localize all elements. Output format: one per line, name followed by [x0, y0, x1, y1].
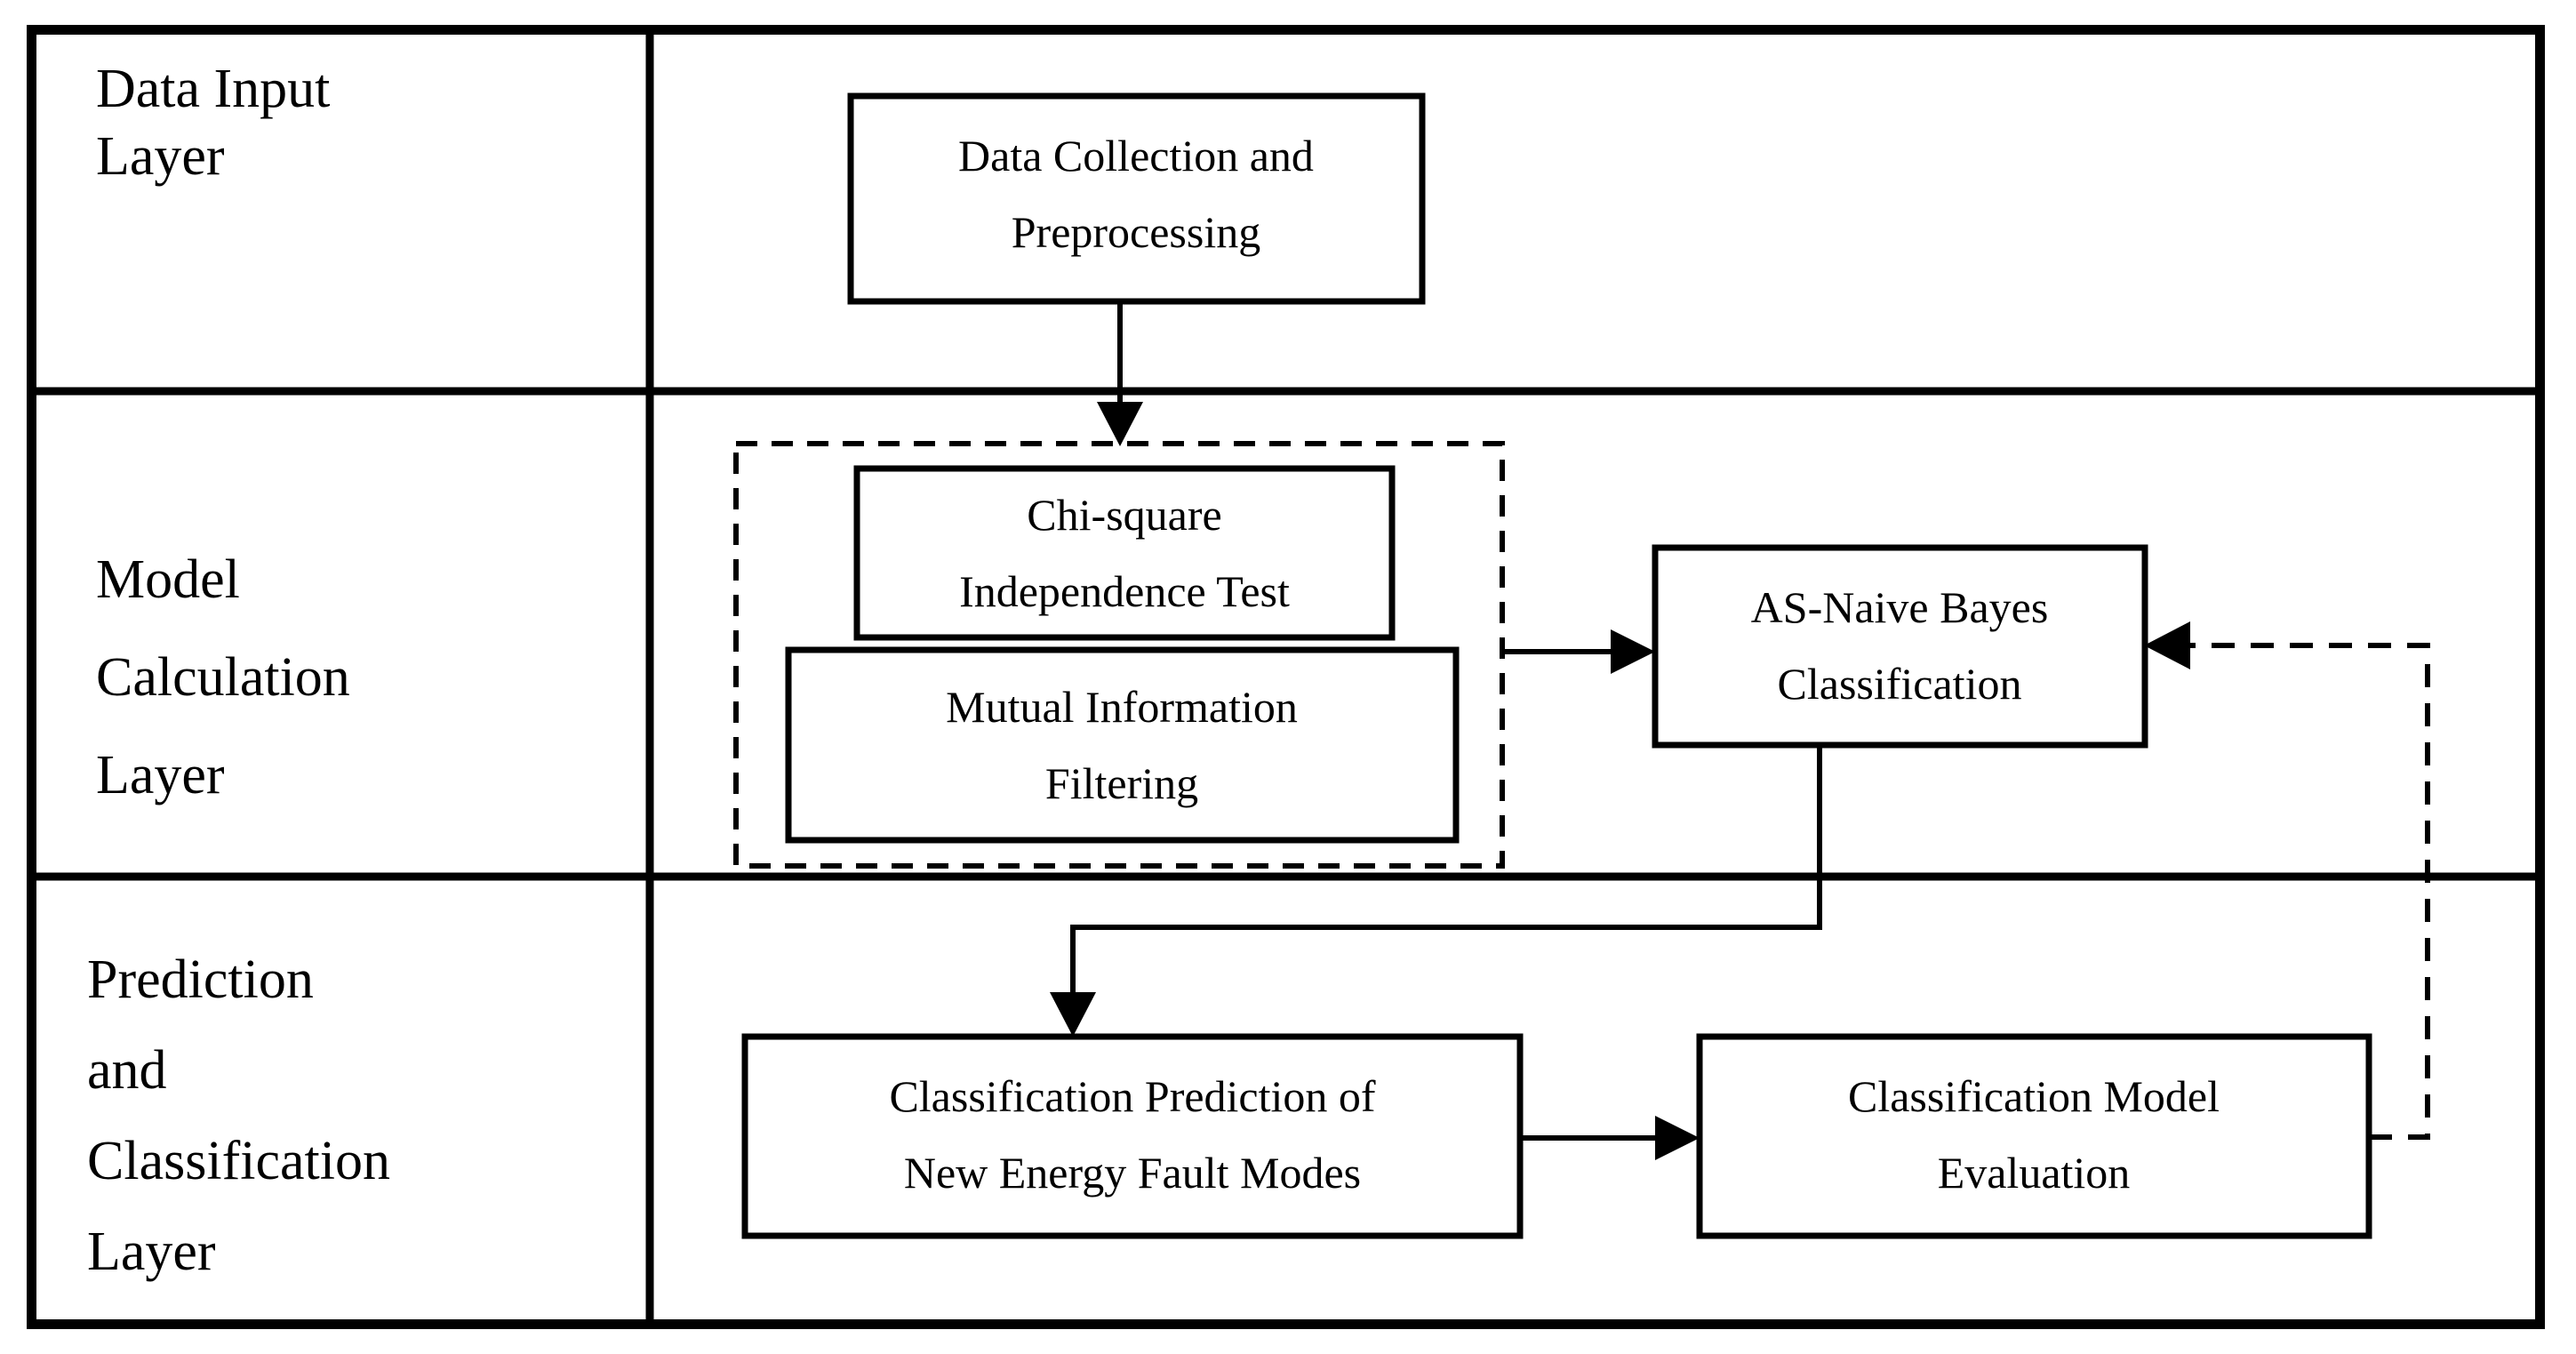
node-label-line: Evaluation [1938, 1148, 2131, 1198]
node-chi-square-independence-test[interactable]: Chi-square Independence Test [853, 465, 1396, 641]
node-label-line: Classification Model [1848, 1071, 2220, 1121]
arrowhead-right [1655, 1116, 1700, 1160]
edge-naive-bayes-to-prediction [1050, 745, 1822, 1037]
node-label-line: Chi-square [1027, 490, 1221, 540]
node-classification-prediction-of-new-energy-fault-modes[interactable]: Classification Prediction of New Energy … [741, 1033, 1524, 1239]
node-label-line: Filtering [1045, 758, 1198, 808]
outer-frame [27, 25, 2545, 1329]
node-label-line: Independence Test [959, 566, 1290, 616]
layer-label-line: Model [96, 549, 240, 610]
layer-label-line: Layer [87, 1222, 216, 1282]
node-label-line: Classification [1778, 659, 2022, 709]
layer-label-line: Layer [96, 745, 225, 805]
layer-label-model-calculation: Model Calculation Layer [96, 549, 350, 805]
feature-selection-group [733, 441, 1505, 869]
layer-label-line: Prediction [87, 949, 314, 1010]
edge-evaluation-feedback-to-naive-bayes [2144, 621, 2430, 1140]
layer-label-prediction-classification: Prediction and Classification Layer [87, 949, 390, 1282]
node-label-line: Mutual Information [946, 682, 1298, 732]
edge-prediction-to-evaluation [1520, 1116, 1700, 1160]
node-data-collection-and-preprocessing[interactable]: Data Collection and Preprocessing [847, 92, 1426, 305]
edge-collection-to-features [1097, 303, 1143, 446]
node-classification-model-evaluation[interactable]: Classification Model Evaluation [1696, 1033, 2372, 1239]
arrowhead-down [1050, 992, 1096, 1037]
layer-label-line: Layer [96, 126, 225, 187]
node-label-line: Data Collection and [958, 131, 1314, 180]
node-as-naive-bayes-classification[interactable]: AS-Naive Bayes Classification [1652, 544, 2148, 749]
arrowhead-left [2144, 621, 2190, 669]
layer-label-line: and [87, 1040, 167, 1101]
node-label-line: Classification Prediction of [889, 1071, 1375, 1121]
arrowhead-down [1097, 402, 1143, 446]
edge-features-to-naive-bayes [1502, 629, 1655, 674]
layer-label-line: Data Input [96, 59, 330, 119]
layer-label-line: Calculation [96, 647, 350, 708]
arrowhead-right [1611, 629, 1655, 674]
node-label-line: New Energy Fault Modes [904, 1148, 1361, 1198]
node-label-line: Preprocessing [1012, 207, 1261, 257]
layer-label-line: Classification [87, 1131, 390, 1191]
layer-label-data-input: Data Input Layer [96, 59, 330, 187]
node-mutual-information-filtering[interactable]: Mutual Information Filtering [785, 646, 1460, 844]
node-label-line: AS-Naive Bayes [1751, 582, 2049, 632]
